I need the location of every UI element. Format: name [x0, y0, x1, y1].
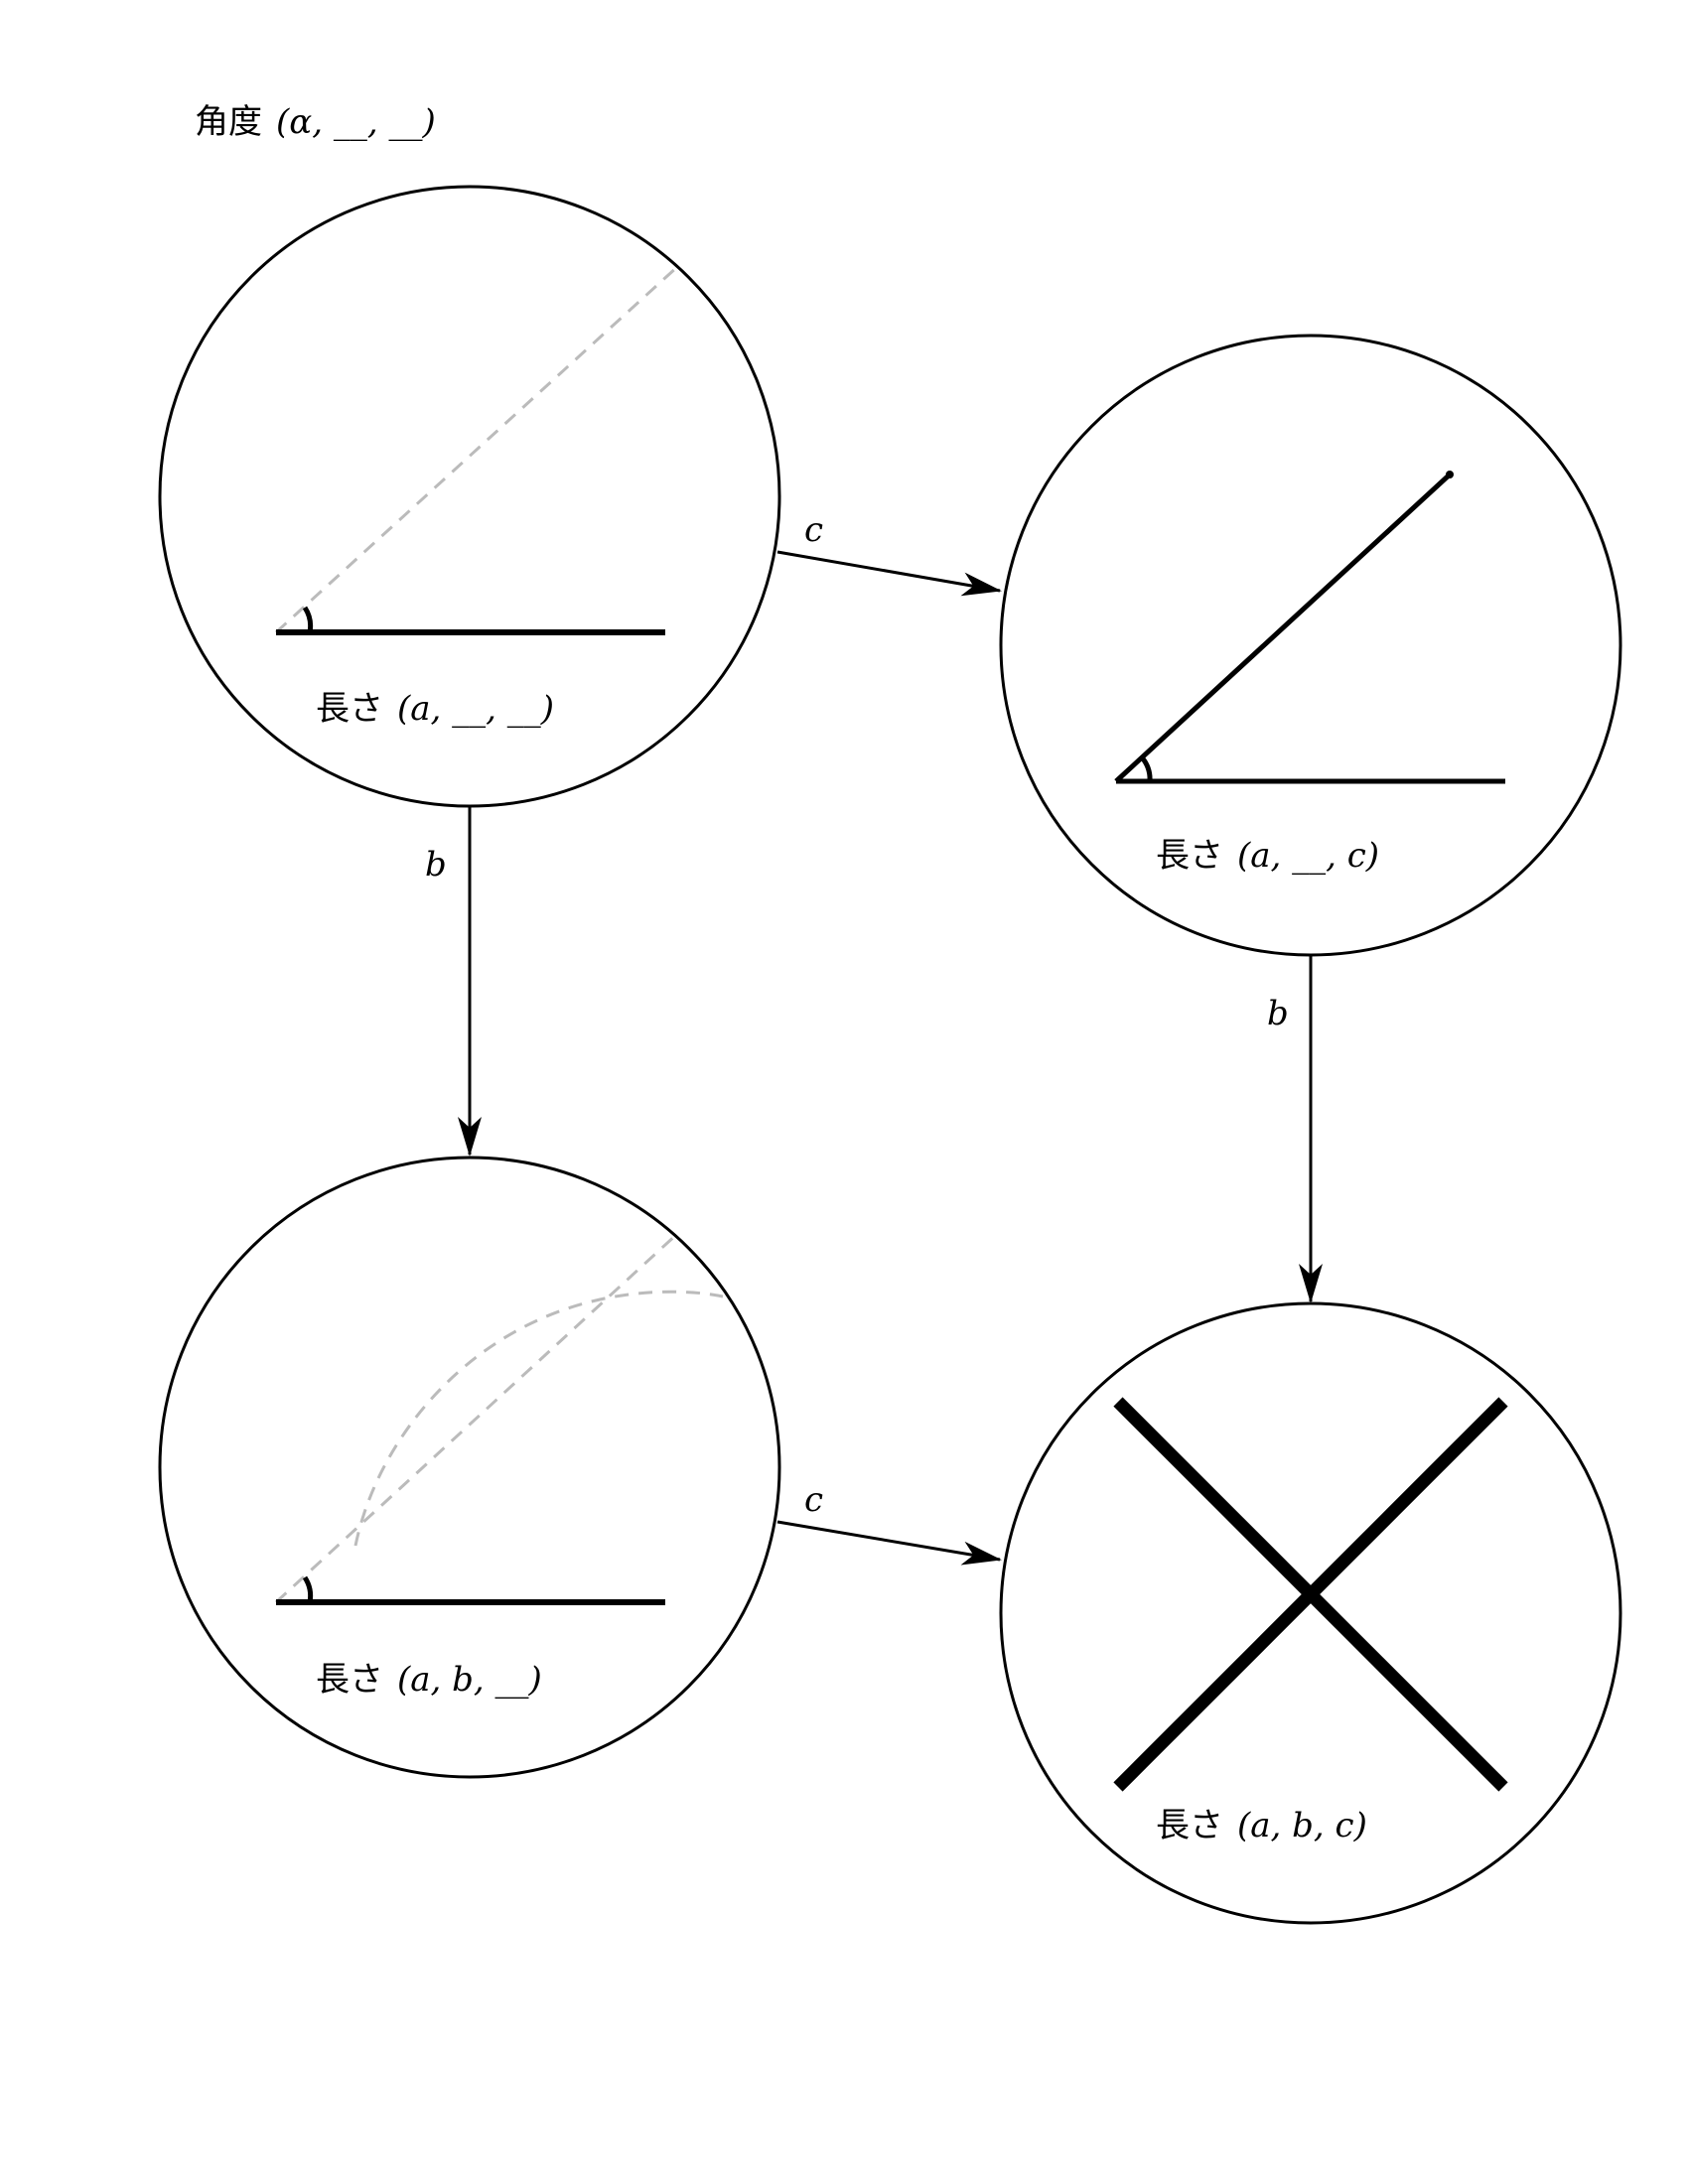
edge-label: b — [425, 845, 447, 885]
angle-side-segment — [1114, 473, 1452, 783]
angle-arc-icon — [302, 606, 314, 633]
edge-bottom-left-to-bottom-right: c — [776, 1480, 1002, 1566]
cross-mark-icon — [1113, 1397, 1508, 1792]
angle-header-prefix: 角度 — [195, 102, 262, 142]
construction-ray — [274, 1231, 680, 1604]
edge-top-left-to-bottom-left: b — [425, 806, 482, 1157]
edge-label: c — [804, 1480, 823, 1520]
edge-top-right-to-bottom-right: b — [1267, 955, 1323, 1303]
edge-label: b — [1267, 994, 1289, 1033]
edge-label: c — [804, 510, 823, 550]
node-circle — [158, 1156, 781, 1779]
construction-arc — [353, 1290, 724, 1547]
segment-endpoint — [1446, 471, 1454, 478]
node-label-prefix: 長さ — [1156, 1806, 1223, 1845]
node-label-args: (a, b, c) — [1237, 1806, 1367, 1845]
node-circle — [999, 1301, 1622, 1925]
node-label-prefix: 長さ — [316, 1660, 383, 1700]
node-label-args: (a, __, c) — [1237, 836, 1379, 876]
edge-top-left-to-top-right: c — [776, 510, 1002, 597]
angle-arc-icon — [302, 1575, 314, 1603]
node-label-args: (a, b, __) — [397, 1660, 542, 1700]
node-bottom-right: 長さ (a, b, c) — [999, 1301, 1622, 1925]
edge-arrow — [776, 1520, 1002, 1566]
construction-ray — [274, 264, 680, 634]
node-bottom-left: 長さ (a, b, __) — [158, 1156, 781, 1779]
node-label-args: (a, __, __) — [397, 689, 554, 729]
edge-arrow — [776, 550, 1002, 597]
node-top-right: 長さ (a, __, c) — [999, 334, 1622, 957]
node-label-prefix: 長さ — [316, 689, 383, 729]
angle-arc-icon — [1140, 755, 1153, 782]
angle-header: 角度 (α, __, __) — [195, 102, 436, 142]
node-label-prefix: 長さ — [1156, 836, 1223, 876]
node-top-left: 長さ (a, __, __) — [158, 185, 781, 808]
angle-header-args: (α, __, __) — [276, 102, 436, 142]
